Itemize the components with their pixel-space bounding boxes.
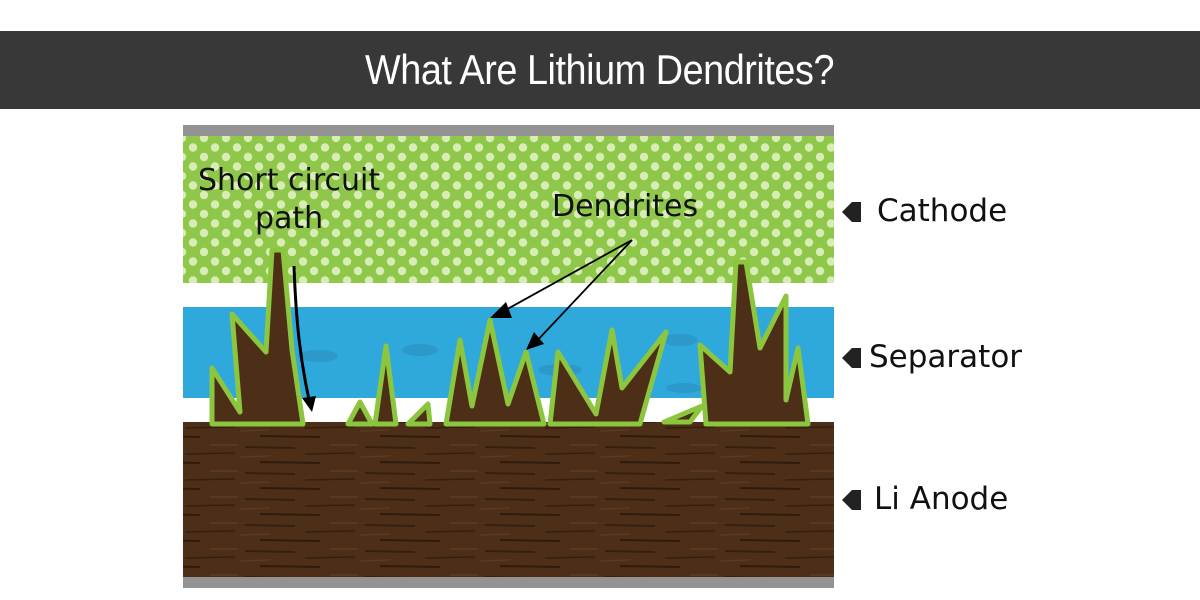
dendrites-label: Dendrites xyxy=(552,189,699,224)
cathode-side-label: Cathode xyxy=(877,193,1008,229)
bottom-current-collector xyxy=(183,577,834,588)
dendrites xyxy=(209,247,811,427)
dendrite-pointer-arrow-1 xyxy=(501,239,633,313)
anode-side-label: Li Anode xyxy=(874,481,1009,517)
page-title: What Are Lithium Dendrites? xyxy=(365,46,835,93)
title-banner: What Are Lithium Dendrites? xyxy=(0,31,1200,109)
separator-side-label: Separator xyxy=(869,339,1023,375)
anode-layer xyxy=(183,422,834,577)
separator-pointer-icon xyxy=(842,348,861,368)
cathode-pointer-icon xyxy=(842,202,861,222)
short-circuit-label: Short circuit path xyxy=(198,163,381,236)
short-circuit-arrow xyxy=(292,265,312,405)
anode-pointer-icon xyxy=(842,490,861,510)
dendrite-pointer-arrow-2 xyxy=(533,239,633,345)
top-current-collector xyxy=(183,125,834,136)
